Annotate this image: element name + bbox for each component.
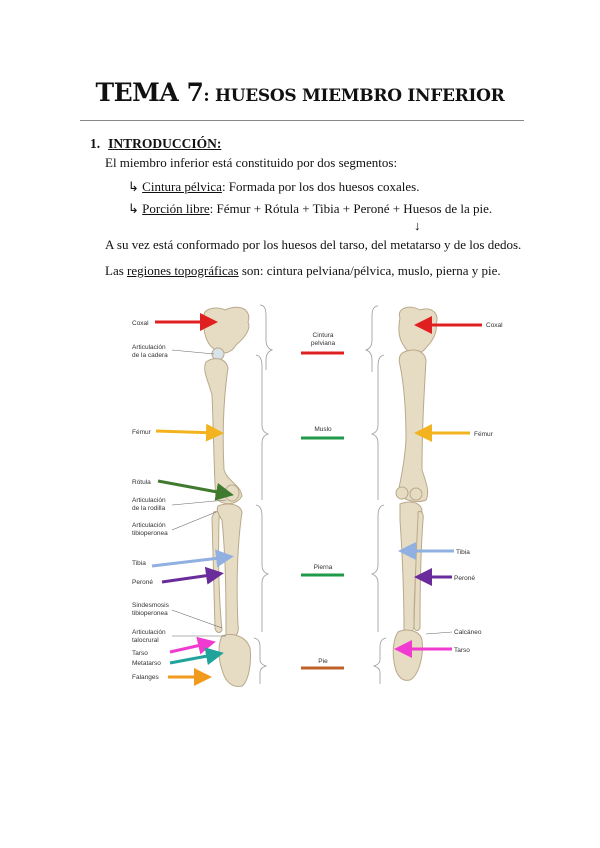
label-femur-left: Fémur [132,429,152,436]
foot-bones-posterior [392,629,423,681]
left-arrows [151,313,234,686]
arrow-metatarso [169,647,224,666]
region-cintura-1: Cintura [313,332,334,339]
left-braces [253,304,274,684]
label-sindesmosis-2: tibioperonea [132,610,168,617]
label-talocrural-1: Articulación [132,629,166,636]
regions-term: regiones topográficas [127,263,239,278]
label-calcaneo: Calcáneo [454,629,482,636]
coxal-bone [203,306,250,354]
bullet-arrow-icon: ↳ [128,201,139,216]
coxal-bone-posterior [398,306,438,354]
label-rodilla-2: de la rodilla [132,505,166,512]
label-cadera-2: de la cadera [132,352,168,359]
label-falanges: Falanges [132,674,159,681]
label-tarso-left: Tarso [132,650,148,657]
down-arrow-icon: ↓ [414,218,421,233]
left-labels: Coxal Articulación de la cadera Fémur Ró… [132,320,170,681]
right-braces [364,305,387,684]
tibia-bone-posterior [399,501,423,634]
hip-joint [211,347,225,361]
condyle-right [409,487,423,501]
condyle-left [395,486,409,500]
section-heading: 1. INTRODUCCIÓN: [90,136,221,152]
bullet-term: Porción libre [142,201,210,216]
regions-rest: son: cintura pelviana/pélvica, muslo, pi… [238,263,501,278]
region-cintura-2: pelviana [311,340,336,347]
bullet-cintura: ↳ Cintura pélvica: Formada por los dos h… [128,179,419,195]
section-label: INTRODUCCIÓN: [108,136,222,151]
label-tibia-right: Tibia [456,549,470,556]
label-tibioperonea-1: Articulación [132,522,166,529]
label-coxal-left: Coxal [132,320,149,327]
arrow-perone-left [161,566,224,585]
bullet-term: Cintura pélvica [142,179,222,194]
label-coxal-right: Coxal [486,322,503,329]
label-tibioperonea-2: tibioperonea [132,530,168,537]
label-rotula: Rótula [132,479,151,486]
document-title: TEMA 7: HUESOS MIEMBRO INFERIOR [0,78,600,107]
right-arrows [394,316,482,658]
bullet-arrow-icon: ↳ [128,179,139,194]
label-perone-right: Peroné [454,575,475,582]
arrow-tibia-left [151,549,234,568]
skeleton-anterior [203,306,251,687]
label-rodilla-1: Articulación [132,497,166,504]
patella-bone [224,484,240,502]
left-leader-lines [171,349,227,637]
section-number: 1. [90,136,101,151]
label-perone-left: Peroné [132,579,153,586]
foot-bones [218,634,251,687]
label-femur-right: Fémur [474,431,494,438]
bullet-porcion: ↳ Porción libre: Fémur + Rótula + Tibia … [128,201,492,217]
region-muslo: Muslo [314,426,332,433]
title-sub: : HUESOS MIEMBRO INFERIOR [203,86,505,106]
intro-text: El miembro inferior está constituido por… [105,155,398,170]
fibula-bone-posterior [413,511,424,631]
leader-calcaneo [425,631,453,635]
skeleton-posterior [392,306,438,681]
arrow-femur-left [155,423,224,442]
regions-prefix: Las [105,263,128,278]
region-labels: Cintura pelviana Muslo Pierna Pie [311,332,336,665]
bullet-text: : Formada por los dos huesos coxales. [221,179,420,194]
fibula-bone [211,511,223,633]
bullet-text: : Fémur + Rótula + Tibia + Peroné + Hues… [209,201,493,216]
region-pierna: Pierna [314,564,333,571]
composition-text: A su vez está conformado por los huesos … [105,237,522,252]
title-main: TEMA 7 [95,78,204,107]
label-cadera-1: Articulación [132,344,166,351]
label-metatarso: Metatarso [132,660,161,667]
region-pie: Pie [318,658,328,665]
label-tarso-right: Tarso [454,647,470,654]
tibia-bone [216,503,243,639]
label-sindesmosis-1: Sindesmosis [132,602,170,609]
title-divider [80,120,524,121]
regions-text: Las regiones topográficas son: cintura p… [105,263,501,279]
femur-bone-posterior [397,349,429,503]
label-tibia-left: Tibia [132,560,146,567]
arrow-rotula [157,479,234,501]
right-labels: Coxal Fémur Tibia Peroné Calcáneo Tarso [454,322,503,654]
region-color-bars [301,351,344,670]
femur-bone [204,358,243,505]
label-talocrural-2: talocrural [132,637,159,644]
arrow-tarso-left [169,636,216,655]
